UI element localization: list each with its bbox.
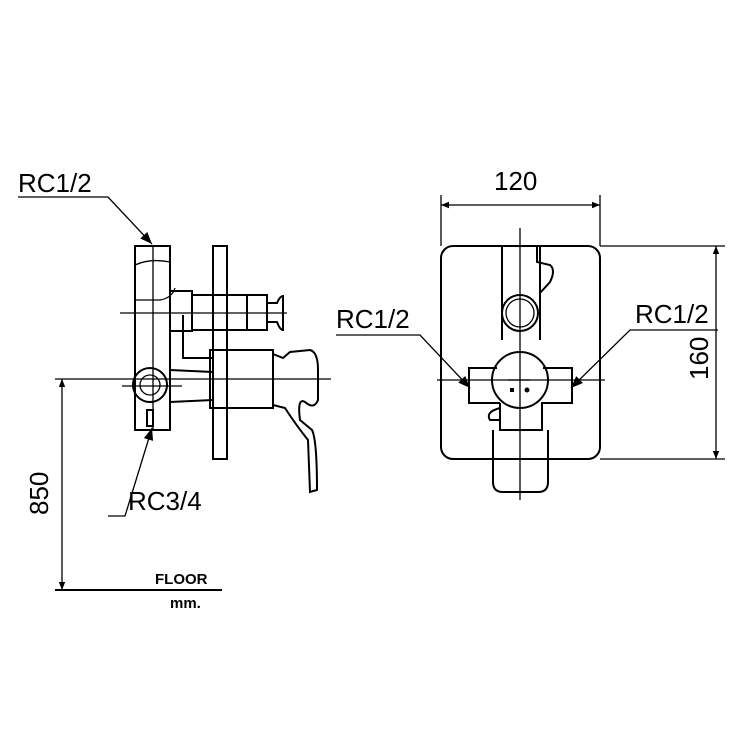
label-side-bottom-outlet: RC3/4: [128, 486, 202, 516]
units-label: mm.: [170, 595, 201, 612]
lever-handle-side: [272, 348, 319, 494]
wall-plate-side: [212, 245, 228, 460]
side-view: [55, 245, 331, 494]
label-front-right-inlet: RC1/2: [635, 299, 709, 329]
dim-160-value: 160: [684, 337, 714, 380]
dim-850-value: 850: [24, 472, 54, 515]
leader-front-left-inlet: [336, 334, 471, 389]
leader-top-inlet: [18, 196, 153, 245]
label-front-left-inlet: RC1/2: [336, 304, 410, 334]
front-view: [437, 228, 605, 500]
floor-label: FLOOR: [155, 571, 208, 588]
label-side-top-inlet: RC1/2: [18, 168, 92, 198]
leader-front-right-inlet: [570, 329, 718, 389]
leader-bottom-outlet: [108, 427, 154, 517]
outlet-port: [132, 367, 168, 403]
dim-120-value: 120: [494, 166, 537, 196]
